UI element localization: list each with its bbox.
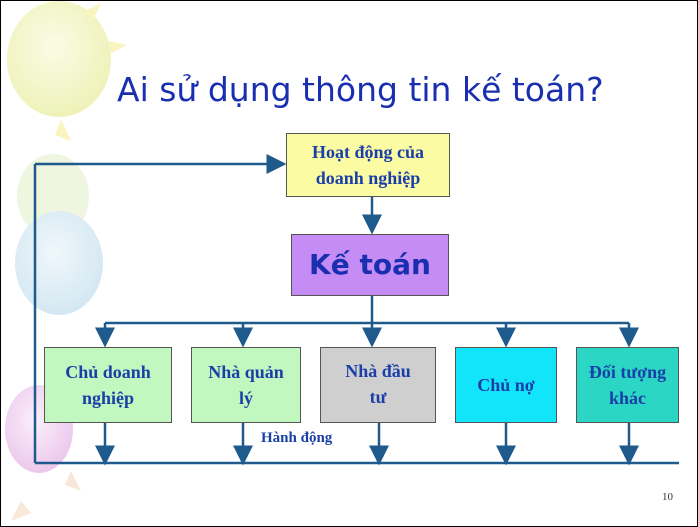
page-number: 10 <box>662 491 673 503</box>
action-label: Hành động <box>261 430 333 446</box>
user-box-label: Chủ doanh nghiệp <box>65 362 151 408</box>
user-box-manager: Nhà quản lý <box>191 347 301 423</box>
accounting-label: Kế toán <box>309 248 431 281</box>
user-box-investor: Nhà đầu tư <box>320 347 436 423</box>
user-box-owner: Chủ doanh nghiệp <box>44 347 172 423</box>
yellow-balloon-icon <box>7 1 111 117</box>
slide-title: Ai sử dụng thông tin kế toán? <box>117 70 604 109</box>
blue-balloon-icon <box>15 211 103 315</box>
user-box-other: Đối tượng khác <box>576 347 679 423</box>
user-box-label: Chủ nợ <box>477 375 535 395</box>
business-activity-label: Hoạt động của doanh nghiệp <box>311 142 425 188</box>
user-box-label: Nhà quản lý <box>208 362 284 408</box>
business-activity-box: Hoạt động của doanh nghiệp <box>286 133 450 197</box>
user-box-creditor: Chủ nợ <box>455 347 557 423</box>
user-box-label: Đối tượng khác <box>588 362 667 408</box>
user-box-label: Nhà đầu tư <box>345 361 411 407</box>
accounting-box: Kế toán <box>291 234 449 296</box>
